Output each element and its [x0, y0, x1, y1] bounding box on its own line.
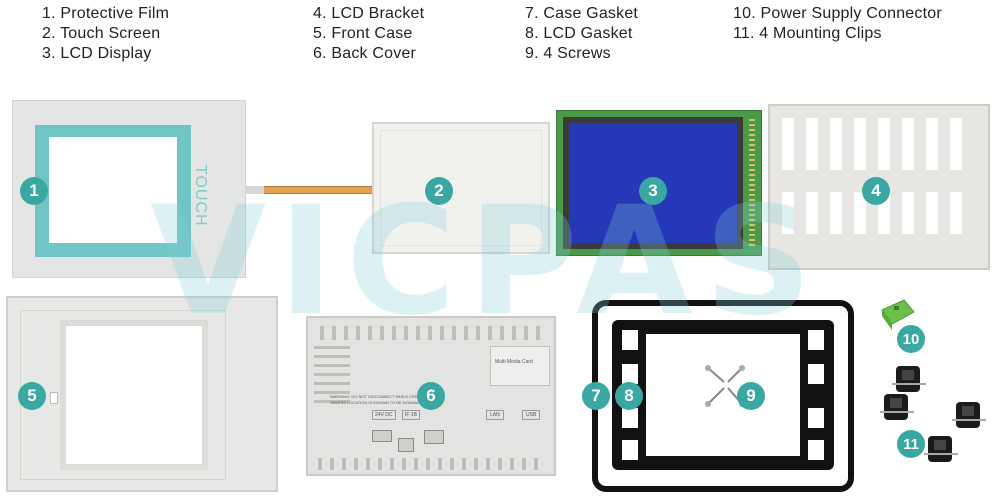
- film-touch-label: TOUCH: [192, 165, 209, 227]
- plc-port: [424, 430, 444, 444]
- power-supply-connector: [881, 299, 915, 330]
- legend-item-case-gasket: 7. Case Gasket: [525, 5, 639, 22]
- mounting-clip: [880, 394, 914, 420]
- touch-screen-ribbon: [246, 186, 376, 194]
- badge-9: 9: [737, 382, 765, 410]
- usb-label: USB: [522, 410, 541, 420]
- mounting-clips: [878, 360, 993, 480]
- badge-7: 7: [582, 382, 610, 410]
- legend-item-front-case: 5. Front Case: [313, 25, 413, 42]
- mounting-clip: [952, 402, 986, 428]
- legend-item-lcd-bracket: 4. LCD Bracket: [313, 5, 425, 22]
- badge-10: 10: [897, 325, 925, 353]
- badge-4: 4: [862, 177, 890, 205]
- badge-8: 8: [615, 382, 643, 410]
- ifib-label: IF 1B: [402, 410, 420, 420]
- legend-item-mounting-clips: 11. 4 Mounting Clips: [733, 25, 882, 42]
- legend-item-screws: 9. 4 Screws: [525, 45, 611, 62]
- legend-item-lcd-display: 3. LCD Display: [42, 45, 152, 62]
- badge-1: 1: [20, 177, 48, 205]
- mounting-clip: [892, 366, 926, 392]
- mmc-label: Multi Media Card: [495, 359, 533, 365]
- back-cover-vents-top: [320, 326, 540, 340]
- back-cover-vents-left: [314, 346, 350, 404]
- power-label: 24V DC: [372, 410, 396, 420]
- mounting-clip: [924, 436, 958, 462]
- legend-item-protective-film: 1. Protective Film: [42, 5, 170, 22]
- serial-port: [398, 438, 414, 452]
- badge-6: 6: [417, 382, 445, 410]
- badge-2: 2: [425, 177, 453, 205]
- lan-label: LAN: [486, 410, 504, 420]
- warning-text-2: UNLESS LOCATION IS KNOWN TO BE NONHAZARD…: [330, 400, 437, 405]
- badge-5: 5: [18, 382, 46, 410]
- lcd-bracket-slots: [782, 118, 977, 238]
- back-cover-vents-bottom: [318, 458, 544, 470]
- protective-film: TOUCH: [12, 100, 246, 278]
- warning-text: WARNING: DO NOT DISCONNECT WHILE CIRCUIT…: [330, 394, 441, 399]
- power-port: [372, 430, 392, 442]
- touch-screen-ribbon-tip: [246, 186, 264, 194]
- legend-item-lcd-gasket: 8. LCD Gasket: [525, 25, 633, 42]
- touch-screen: [372, 122, 550, 254]
- legend-item-back-cover: 6. Back Cover: [313, 45, 417, 62]
- lcd-gasket: [612, 320, 834, 470]
- legend-item-power-supply-connector: 10. Power Supply Connector: [733, 5, 942, 22]
- front-case: [6, 296, 278, 492]
- badge-3: 3: [639, 177, 667, 205]
- legend-item-touch-screen: 2. Touch Screen: [42, 25, 161, 42]
- badge-11: 11: [897, 430, 925, 458]
- back-cover-mmc-slot: Multi Media Card: [490, 346, 550, 386]
